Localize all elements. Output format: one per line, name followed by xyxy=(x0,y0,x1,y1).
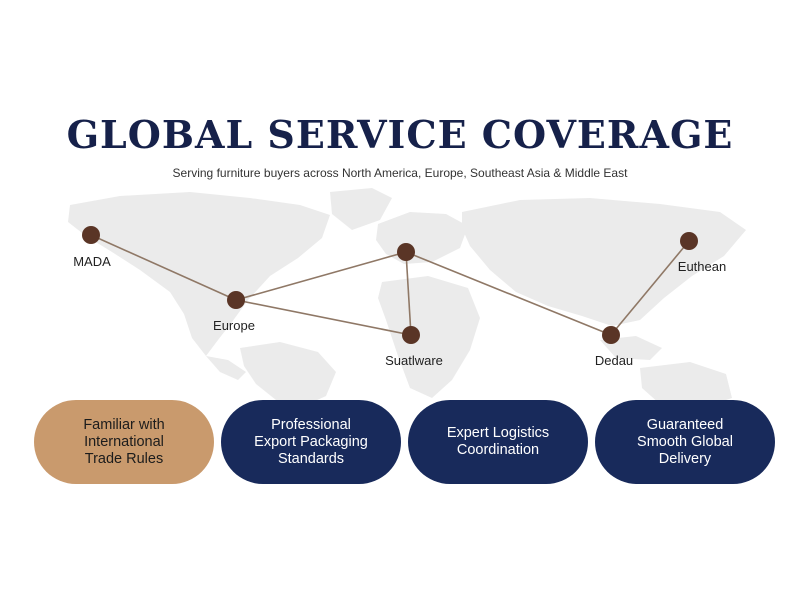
feature-export-packaging-text: Professional Export Packaging Standards xyxy=(254,416,368,467)
route-nodes xyxy=(82,226,698,344)
node-europe xyxy=(227,291,245,309)
route-north-suatlware xyxy=(405,251,412,336)
land-australia xyxy=(640,362,732,408)
feature-trade-rules-text: Familiar with International Trade Rules xyxy=(83,416,165,467)
route-europe-north xyxy=(235,251,407,301)
route-lines xyxy=(90,234,690,336)
label-europe: Europe xyxy=(213,318,255,333)
route-dedau-euthean xyxy=(610,240,690,336)
node-dedau xyxy=(602,326,620,344)
label-mada: MADA xyxy=(73,254,111,269)
route-north-dedau xyxy=(405,251,612,336)
label-dedau: Dedau xyxy=(595,353,633,368)
land-asia xyxy=(462,198,746,326)
land-north-america xyxy=(68,192,330,356)
node-north-hub xyxy=(397,243,415,261)
world-map-land xyxy=(68,188,746,408)
land-africa xyxy=(378,276,480,398)
page-subtitle: Serving furniture buyers across North Am… xyxy=(172,166,628,180)
page-title: GLOBAL SERVICE COVERAGE xyxy=(66,112,734,157)
feature-delivery-text: Guaranteed Smooth Global Delivery xyxy=(637,416,733,467)
feature-trade-rules: Familiar with International Trade Rules xyxy=(34,400,214,484)
land-greenland xyxy=(330,188,392,230)
land-central-america xyxy=(206,356,246,380)
route-mada-europe xyxy=(90,234,237,301)
feature-export-packaging: Professional Export Packaging Standards xyxy=(221,400,401,484)
label-euthean: Euthean xyxy=(678,259,726,274)
label-suatlware: Suatlware xyxy=(385,353,443,368)
feature-delivery: Guaranteed Smooth Global Delivery xyxy=(595,400,775,484)
feature-logistics: Expert Logistics Coordination xyxy=(408,400,588,484)
feature-logistics-text: Expert Logistics Coordination xyxy=(446,425,550,458)
route-europe-suatlware xyxy=(235,299,412,336)
land-south-america xyxy=(240,342,336,406)
node-suatlware xyxy=(402,326,420,344)
node-euthean xyxy=(680,232,698,250)
node-mada xyxy=(82,226,100,244)
